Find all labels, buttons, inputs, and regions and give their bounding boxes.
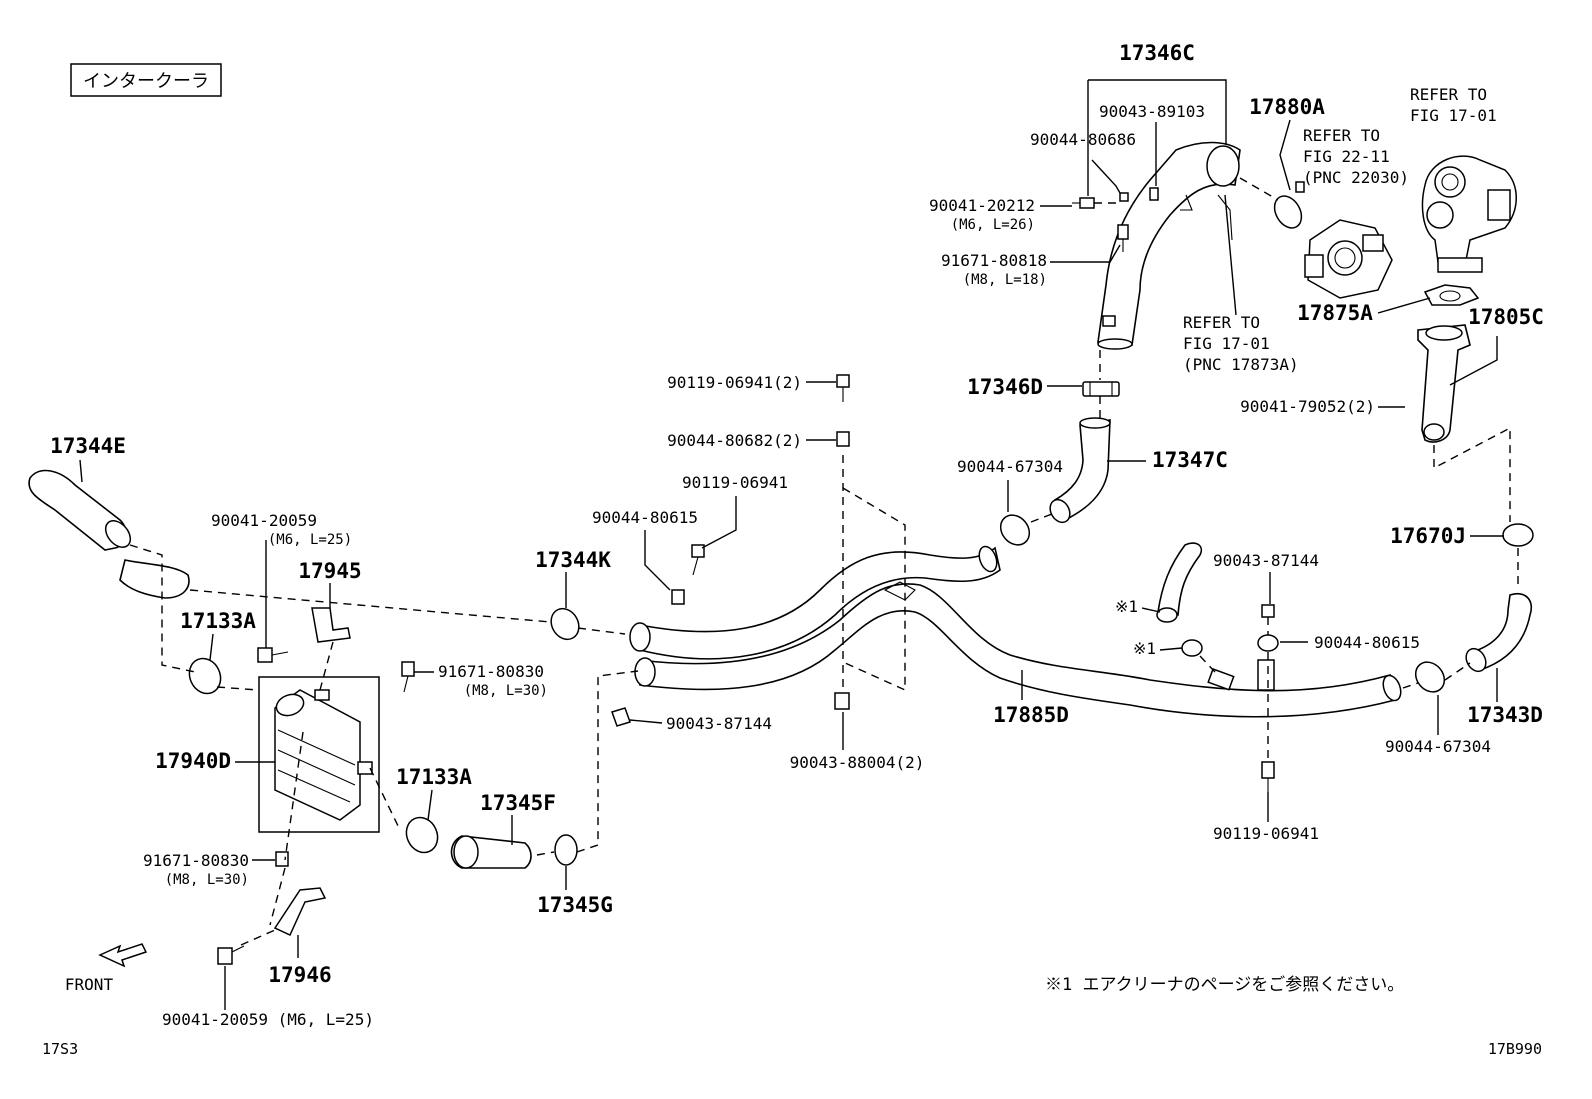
- label-17805c: 17805C: [1468, 305, 1544, 329]
- label-17344k: 17344K: [535, 548, 611, 572]
- clamp-upper-67304: [999, 514, 1031, 546]
- label-90041-20212-spec: (M6, L=26): [951, 217, 1035, 233]
- label-ref-fig17-top-line1: REFER TO: [1410, 85, 1487, 104]
- label-17133a-upper: 17133A: [180, 609, 256, 633]
- label-17346d: 17346D: [967, 375, 1043, 399]
- bracket-17946: [273, 887, 327, 936]
- label-90044-80682: 90044-80682(2): [667, 431, 802, 450]
- label-90041-79052: 90041-79052(2): [1240, 397, 1375, 416]
- label-90044-67304-b: 90044-67304: [1385, 737, 1491, 756]
- label-90044-80615-b: 90044-80615: [1314, 633, 1420, 652]
- label-90041-20059-b: 90041-20059 (M6, L=25): [162, 1010, 374, 1029]
- label-90043-87144-b: 90043-87144: [1213, 551, 1319, 570]
- label-90044-67304-a: 90044-67304: [957, 457, 1063, 476]
- label-90044-80686: 90044-80686: [1030, 130, 1136, 149]
- label-17945: 17945: [298, 559, 361, 583]
- label-17885d: 17885D: [993, 703, 1069, 727]
- upper-intake-pipe: [1097, 141, 1241, 350]
- label-91671-80818: 91671-80818: [941, 251, 1047, 270]
- throttle-body: [1304, 219, 1393, 299]
- label-90044-80615-a: 90044-80615: [592, 508, 698, 527]
- hose-17347c: [1049, 417, 1111, 524]
- hose-17345f: [450, 835, 532, 869]
- clamp-lower-67304: [1414, 661, 1446, 693]
- label-17875a: 17875A: [1297, 301, 1373, 325]
- label-17346c: 17346C: [1119, 41, 1195, 65]
- label-91671-80818-spec: (M8, L=18): [963, 272, 1047, 288]
- intercooler-box: [258, 676, 380, 833]
- label-90043-87144-a: 90043-87144: [666, 714, 772, 733]
- clamp-17880a: [1273, 181, 1305, 229]
- title-text: インタークーラ: [83, 71, 209, 92]
- gasket-17875a: [1423, 284, 1480, 306]
- label-17670j: 17670J: [1390, 524, 1466, 548]
- label-ref-fig17-mid-line3: (PNC 17873A): [1183, 355, 1299, 374]
- label-17345g: 17345G: [537, 893, 613, 917]
- clamp-17133a-upper: [188, 657, 222, 695]
- label-90119-06941-b: 90119-06941: [1213, 824, 1319, 843]
- label-ref-fig22-line1: REFER TO: [1303, 126, 1380, 145]
- part-labels: 17346C 90043-89103 90044-80686 90041-202…: [50, 41, 1544, 1029]
- hose-17343d: [1465, 593, 1532, 673]
- front-arrow-icon: [98, 943, 148, 968]
- label-17347c: 17347C: [1152, 448, 1228, 472]
- label-90043-89103: 90043-89103: [1099, 102, 1205, 121]
- label-17345f: 17345F: [480, 791, 556, 815]
- label-17940d: 17940D: [155, 749, 231, 773]
- center-bolts: [611, 374, 850, 727]
- intercooler-core: [274, 689, 373, 821]
- turbocharger: [1421, 155, 1517, 273]
- label-ref-fig17-top-line2: FIG 17-01: [1410, 106, 1497, 125]
- bracket-17945: [311, 607, 351, 643]
- label-ref-fig22-line3: (PNC 22030): [1303, 168, 1409, 187]
- label-17946: 17946: [268, 963, 331, 987]
- label-90041-20212: 90041-20212: [929, 196, 1035, 215]
- clamp-17345g: [554, 834, 578, 866]
- left-bolts: [217, 647, 415, 965]
- clamp-17133a-lower: [405, 816, 439, 854]
- label-91671-80830-a-spec: (M8, L=30): [464, 683, 548, 699]
- pipe-17805c: [1417, 324, 1471, 443]
- label-mark1-upper: ※1: [1115, 597, 1138, 616]
- label-90041-20059-a: 90041-20059: [211, 511, 317, 530]
- label-91671-80830-b-spec: (M8, L=30): [165, 872, 249, 888]
- hose-17344e: [28, 469, 190, 599]
- label-91671-80830-b: 91671-80830: [143, 851, 249, 870]
- label-ref-fig17-mid-line2: FIG 17-01: [1183, 334, 1270, 353]
- connector-17346d: [1082, 381, 1120, 397]
- main-pipe-17885d: [629, 545, 1402, 718]
- center-fasteners: [1257, 604, 1279, 792]
- title-box: インタークーラ: [70, 63, 222, 97]
- label-17880a: 17880A: [1249, 95, 1325, 119]
- label-90041-20059-a-spec: (M6, L=25): [268, 532, 352, 548]
- upper-fasteners: [1072, 187, 1159, 252]
- clamp-17670j: [1502, 523, 1534, 547]
- air-cleaner-hose: [1156, 542, 1275, 691]
- label-17343d: 17343D: [1467, 703, 1543, 727]
- label-ref-fig22-line2: FIG 22-11: [1303, 147, 1390, 166]
- label-91671-80830-a: 91671-80830: [438, 662, 544, 681]
- label-17344e: 17344E: [50, 434, 126, 458]
- clamp-17344k: [550, 607, 580, 641]
- label-17133a-lower: 17133A: [396, 765, 472, 789]
- label-ref-fig17-mid-line1: REFER TO: [1183, 313, 1260, 332]
- footnote: ※1 エアクリーナのページをご参照ください。: [1045, 975, 1404, 995]
- corner-code-left: 17S3: [42, 1040, 78, 1058]
- label-90119-06941-a: 90119-06941: [682, 473, 788, 492]
- leader-lines: [79, 79, 1504, 1010]
- front-label: FRONT: [65, 975, 114, 994]
- label-90119-06941-2: 90119-06941(2): [667, 373, 802, 392]
- label-mark1-lower: ※1: [1133, 639, 1156, 658]
- corner-code-right: 17B990: [1488, 1040, 1542, 1058]
- label-90043-88004: 90043-88004(2): [790, 753, 925, 772]
- dashed-connectors: [129, 177, 1519, 946]
